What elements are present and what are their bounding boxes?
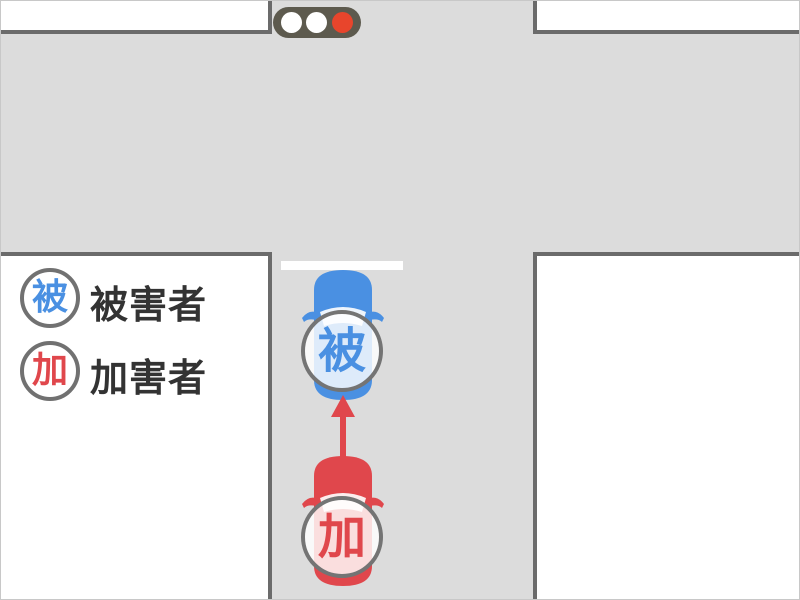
perpetrator-badge-icon: 加 [20,341,80,401]
traffic-light-icon [273,7,361,38]
legend-label-perpetrator: 加害者 [90,356,208,400]
signal-lamp-yellow-off [306,12,327,33]
signal-lamp-green-off [281,12,302,33]
victim-car: 被 [300,268,386,402]
perpetrator-car: 加 [300,454,386,588]
stop-line [281,261,403,270]
victim-car-badge: 被 [301,310,383,392]
legend-label-victim: 被害者 [90,283,208,327]
signal-lamp-red-on [332,12,353,33]
legend-item-victim: 被 被害者 [20,268,240,330]
arrow-up-icon [331,395,355,457]
legend-item-perpetrator: 加 加害者 [20,341,240,403]
perpetrator-car-badge: 加 [301,496,383,578]
victim-badge-icon: 被 [20,268,80,328]
block-top-left [0,0,272,34]
block-top-right [533,0,800,34]
block-bottom-right [533,252,800,600]
